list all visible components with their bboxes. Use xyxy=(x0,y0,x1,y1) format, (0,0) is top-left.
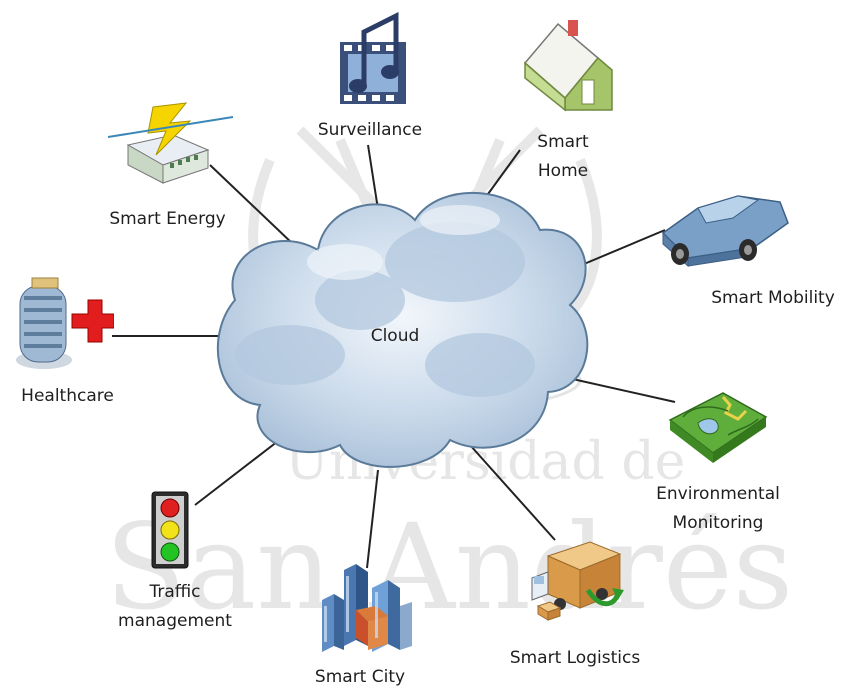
power-plant-icon xyxy=(108,102,233,184)
terrain-map-icon xyxy=(668,392,768,463)
city-buildings-icon xyxy=(322,564,412,652)
car-icon xyxy=(661,195,789,268)
environmental-label-line1: Environmental xyxy=(656,484,780,504)
house-icon xyxy=(523,20,613,112)
traffic-label-line1: Traffic xyxy=(149,582,201,602)
delivery-truck-icon xyxy=(531,541,624,621)
traffic-label-line2: management xyxy=(118,611,232,631)
smart-home-label: Smart Home xyxy=(518,128,608,186)
connector-environmental xyxy=(567,377,676,403)
smart-city-label: Smart City xyxy=(314,667,406,687)
healthcare-label: Healthcare xyxy=(21,386,114,406)
hospital-icon xyxy=(16,277,114,369)
surveillance-label: Surveillance xyxy=(317,120,423,140)
connector-smart-city xyxy=(366,469,379,569)
film-music-icon xyxy=(340,12,406,104)
connector-traffic xyxy=(194,437,283,506)
environmental-monitoring-label: Environmental Monitoring xyxy=(638,480,798,538)
smart-energy-label: Smart Energy xyxy=(109,209,226,229)
cloud-label: Cloud xyxy=(370,326,420,346)
red-lamp xyxy=(160,498,180,518)
connector-logistics xyxy=(469,444,556,541)
traffic-management-label: Traffic management xyxy=(110,578,240,636)
smart-mobility-label: Smart Mobility xyxy=(711,288,835,308)
smart-home-label-line2: Home xyxy=(537,161,589,181)
smart-logistics-label: Smart Logistics xyxy=(509,648,641,668)
green-lamp xyxy=(160,542,180,562)
traffic-light-icon xyxy=(151,491,189,569)
environmental-label-line2: Monitoring xyxy=(672,513,764,533)
yellow-lamp xyxy=(160,520,180,540)
smart-home-label-line1: Smart xyxy=(537,132,589,152)
